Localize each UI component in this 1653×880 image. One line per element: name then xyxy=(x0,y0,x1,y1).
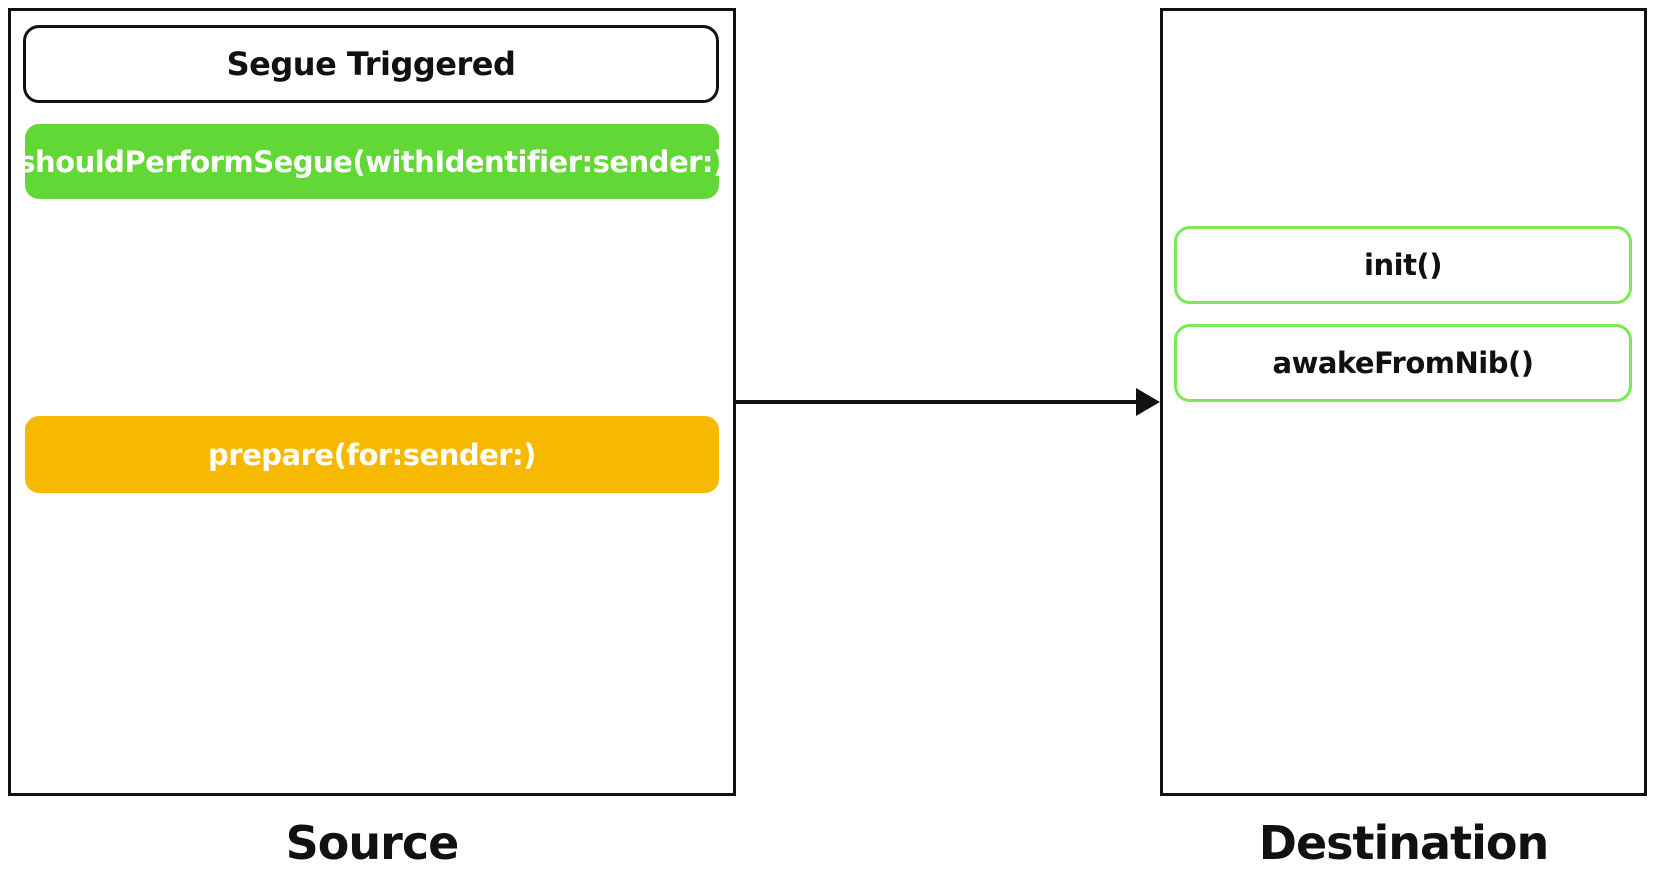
init-box: init() xyxy=(1174,226,1632,304)
segue-triggered-box: Segue Triggered xyxy=(23,25,719,103)
prepare-for-sender-box: prepare(for:sender:) xyxy=(25,416,719,493)
awake-from-nib-label: awakeFromNib() xyxy=(1272,346,1534,380)
awake-from-nib-box: awakeFromNib() xyxy=(1174,324,1632,402)
destination-title: Destination xyxy=(1258,816,1549,870)
init-label: init() xyxy=(1364,248,1442,282)
destination-panel xyxy=(1160,8,1647,796)
should-perform-segue-box: shouldPerformSegue(withIdentifier:sender… xyxy=(18,124,726,199)
source-title: Source xyxy=(285,816,460,870)
should-perform-segue-label: shouldPerformSegue(withIdentifier:sender… xyxy=(18,144,726,179)
prepare-for-sender-label: prepare(for:sender:) xyxy=(208,437,536,472)
segue-triggered-label: Segue Triggered xyxy=(226,45,516,83)
segue-arrow-head xyxy=(1136,388,1160,416)
